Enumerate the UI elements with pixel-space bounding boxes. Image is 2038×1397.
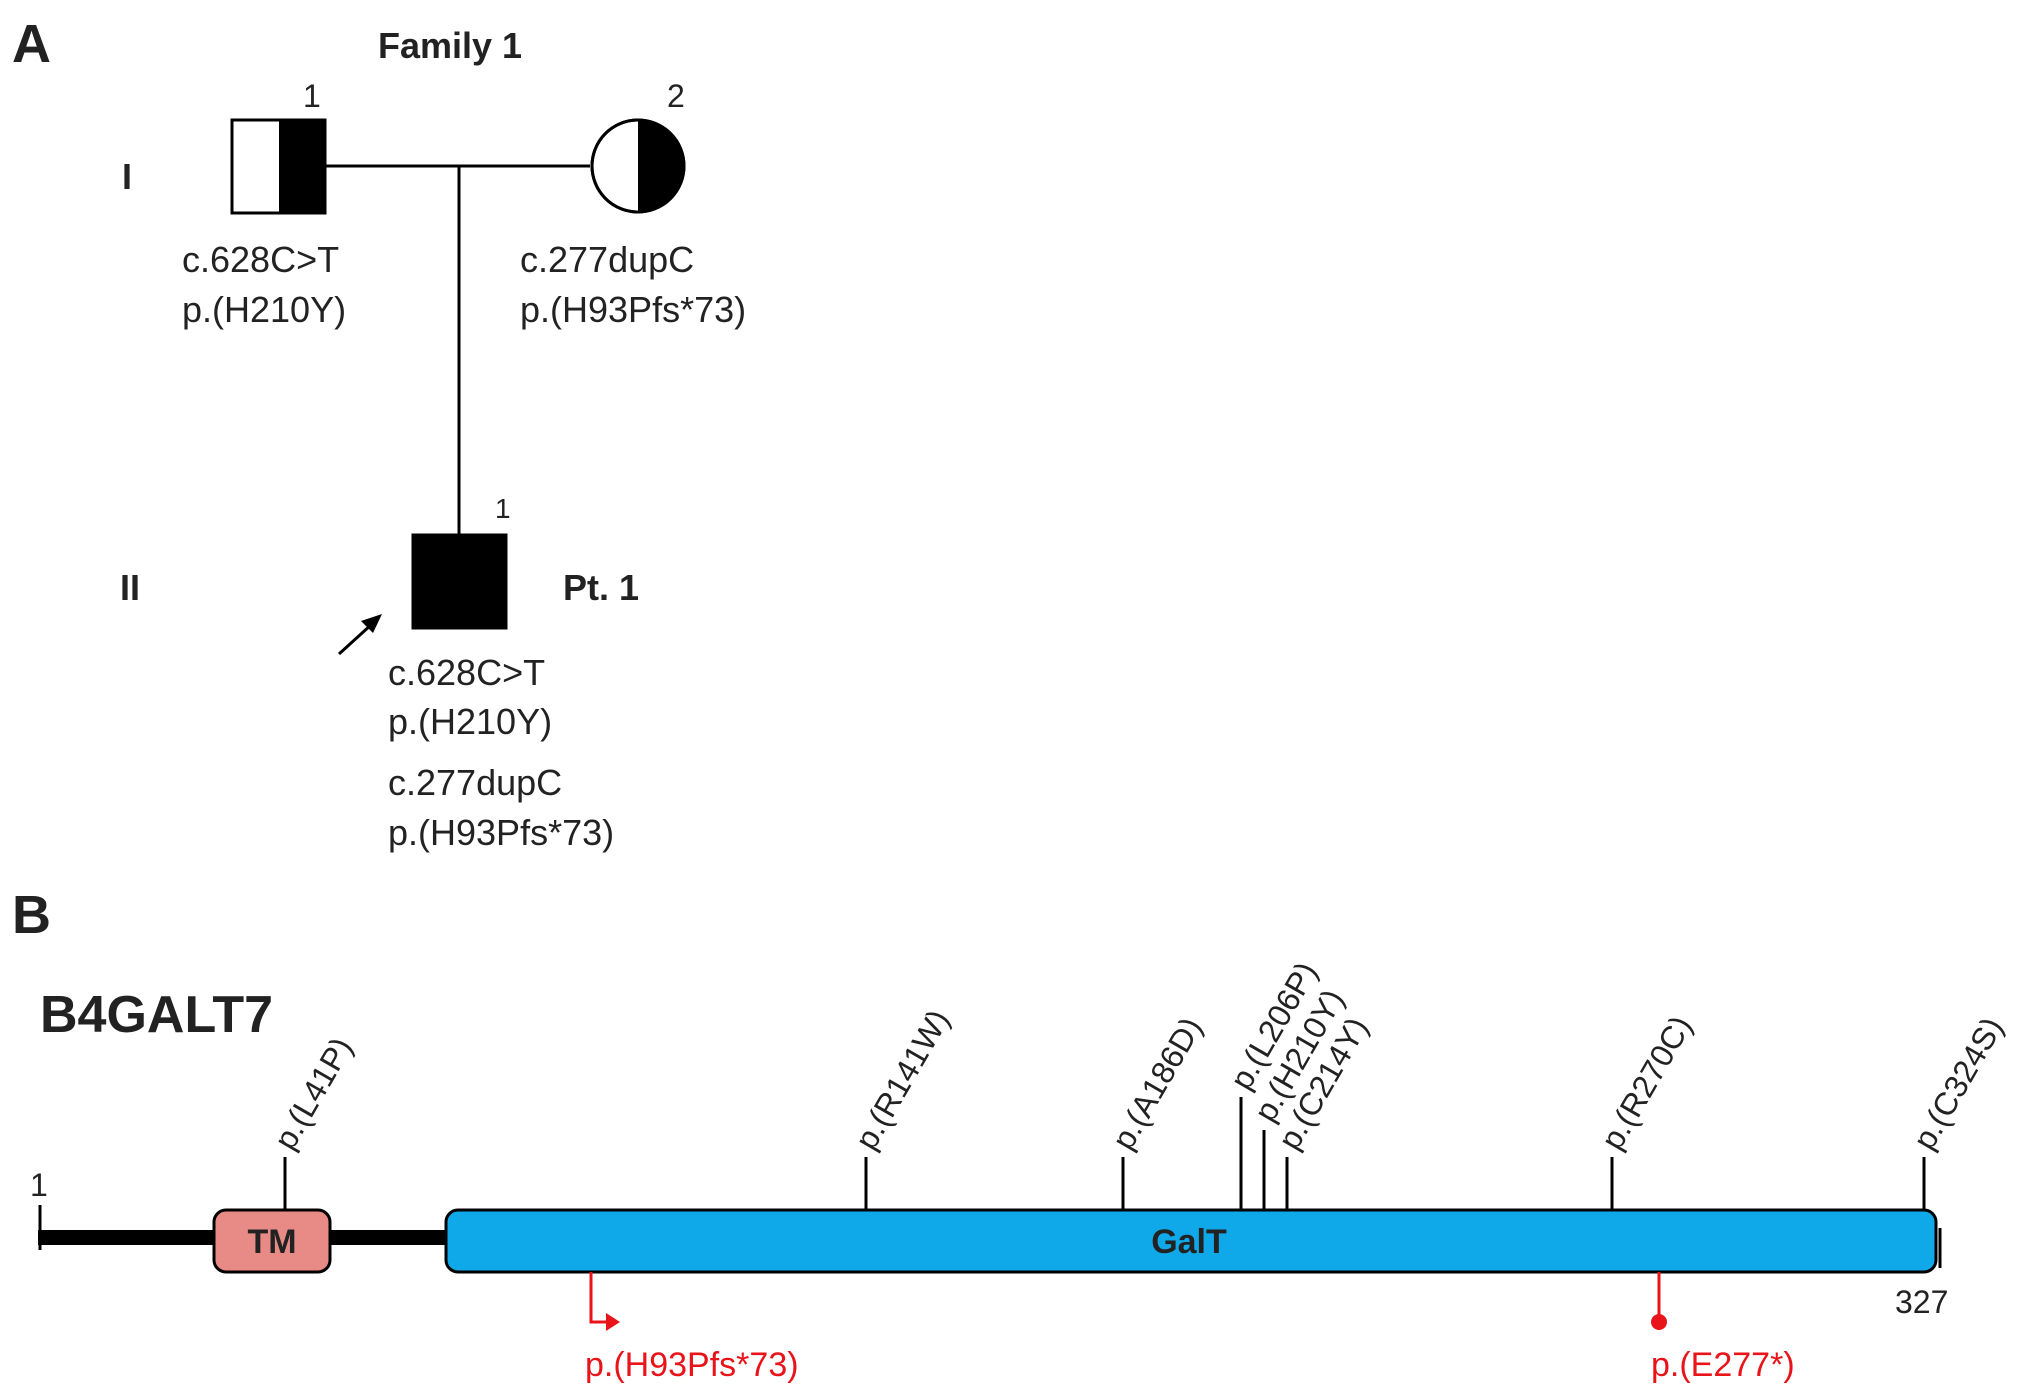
- label-R270C: p.(R270C): [1594, 1010, 1699, 1156]
- proband-label: Pt. 1: [563, 567, 639, 608]
- galt-domain: [444, 1208, 1938, 1274]
- label-R141W: p.(R141W): [848, 1004, 957, 1156]
- label-C324S: p.(C324S): [1906, 1011, 2010, 1155]
- proband-symbol: [411, 533, 508, 630]
- proband-arrow-icon: [337, 614, 382, 656]
- missense-labels: p.(L41P) p.(R141W) p.(A186D) p.(L206P) p…: [267, 956, 2010, 1156]
- galt-domain-label: GalT: [1151, 1223, 1227, 1261]
- mother-variant-p: p.(H93Pfs*73): [520, 289, 746, 330]
- tm-domain: [212, 1208, 332, 1274]
- end-position: 327: [1895, 1284, 1948, 1320]
- start-position: 1: [30, 1167, 48, 1203]
- mother-symbol: [590, 118, 686, 214]
- father-number: 1: [303, 78, 321, 114]
- family-title: Family 1: [378, 25, 522, 66]
- generation-2-label: II: [120, 567, 140, 608]
- gene-name: B4GALT7: [40, 986, 273, 1044]
- proband-number: 1: [495, 493, 511, 524]
- proband-variant1-c: c.628C>T: [388, 652, 545, 693]
- label-A186D: p.(A186D): [1105, 1011, 1209, 1155]
- frameshift-marker-icon: [589, 1272, 620, 1331]
- tm-domain-label: TM: [247, 1223, 296, 1261]
- label-L41P: p.(L41P): [267, 1031, 360, 1155]
- missense-stems: [283, 1097, 1926, 1212]
- mother-variant-c: c.277dupC: [520, 239, 694, 280]
- panel-b-label: B: [12, 885, 51, 945]
- father-variant-p: p.(H210Y): [182, 289, 346, 330]
- proband-variant1-p: p.(H210Y): [388, 701, 552, 742]
- generation-1-label: I: [122, 156, 132, 197]
- label-E277: p.(E277*): [1651, 1346, 1795, 1384]
- father-variant-c: c.628C>T: [182, 239, 339, 280]
- mother-number: 2: [667, 78, 685, 114]
- proband-variant2-p: p.(H93Pfs*73): [388, 812, 614, 853]
- father-symbol: [230, 118, 327, 215]
- proband-variant2-c: c.277dupC: [388, 762, 562, 803]
- label-H93Pfs73: p.(H93Pfs*73): [585, 1346, 799, 1384]
- nonsense-marker-icon: [1651, 1272, 1667, 1330]
- panel-a-label: A: [12, 14, 51, 74]
